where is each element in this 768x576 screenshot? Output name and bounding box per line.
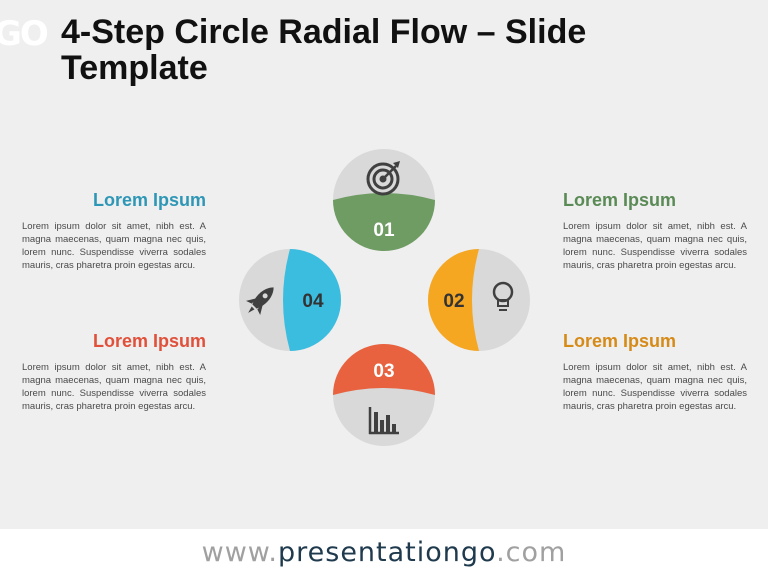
step-2-number: 02 — [443, 291, 464, 312]
brand-logo: GO — [0, 14, 49, 54]
lightbulb-icon — [492, 281, 514, 311]
target-icon — [366, 161, 400, 196]
footer-url-suffix: .com — [496, 537, 567, 568]
step-4-text-block: Lorem Ipsum Lorem ipsum dolor sit amet, … — [22, 190, 206, 272]
step-3-heading: Lorem Ipsum — [92, 331, 206, 351]
footer-url-prefix: www. — [201, 537, 278, 568]
slide-title: 4-Step Circle Radial Flow – Slide Templa… — [61, 13, 587, 87]
step-3-number: 03 — [373, 361, 394, 382]
rocket-icon — [246, 287, 274, 315]
step-2-heading: Lorem Ipsum — [563, 331, 677, 351]
step-3-text-block: Lorem Ipsum Lorem ipsum dolor sit amet, … — [22, 331, 206, 413]
step-2-body: Lorem ipsum dolor sit amet, nibh est. A … — [563, 362, 747, 412]
step-1-text-block: Lorem Ipsum Lorem ipsum dolor sit amet, … — [563, 190, 747, 272]
step-1-heading: Lorem Ipsum — [563, 190, 677, 210]
step-4-circle: 04 — [239, 249, 341, 351]
step-3-circle: 03 — [333, 344, 435, 446]
step-3-body: Lorem ipsum dolor sit amet, nibh est. A … — [22, 362, 206, 412]
step-1-body: Lorem ipsum dolor sit amet, nibh est. A … — [563, 221, 747, 271]
step-2-text-block: Lorem Ipsum Lorem ipsum dolor sit amet, … — [563, 331, 747, 413]
step-1-number: 01 — [373, 220, 395, 241]
step-1-circle: 01 — [333, 149, 435, 251]
footer-url-brand: presentationgo — [278, 537, 497, 568]
step-4-heading: Lorem Ipsum — [92, 190, 206, 210]
step-2-circle: 02 — [428, 249, 530, 351]
step-4-body: Lorem ipsum dolor sit amet, nibh est. A … — [22, 221, 206, 271]
bar-chart-icon — [368, 407, 399, 435]
step-4-number: 04 — [302, 291, 324, 312]
footer-bar: www.presentationgo.com — [0, 529, 768, 576]
